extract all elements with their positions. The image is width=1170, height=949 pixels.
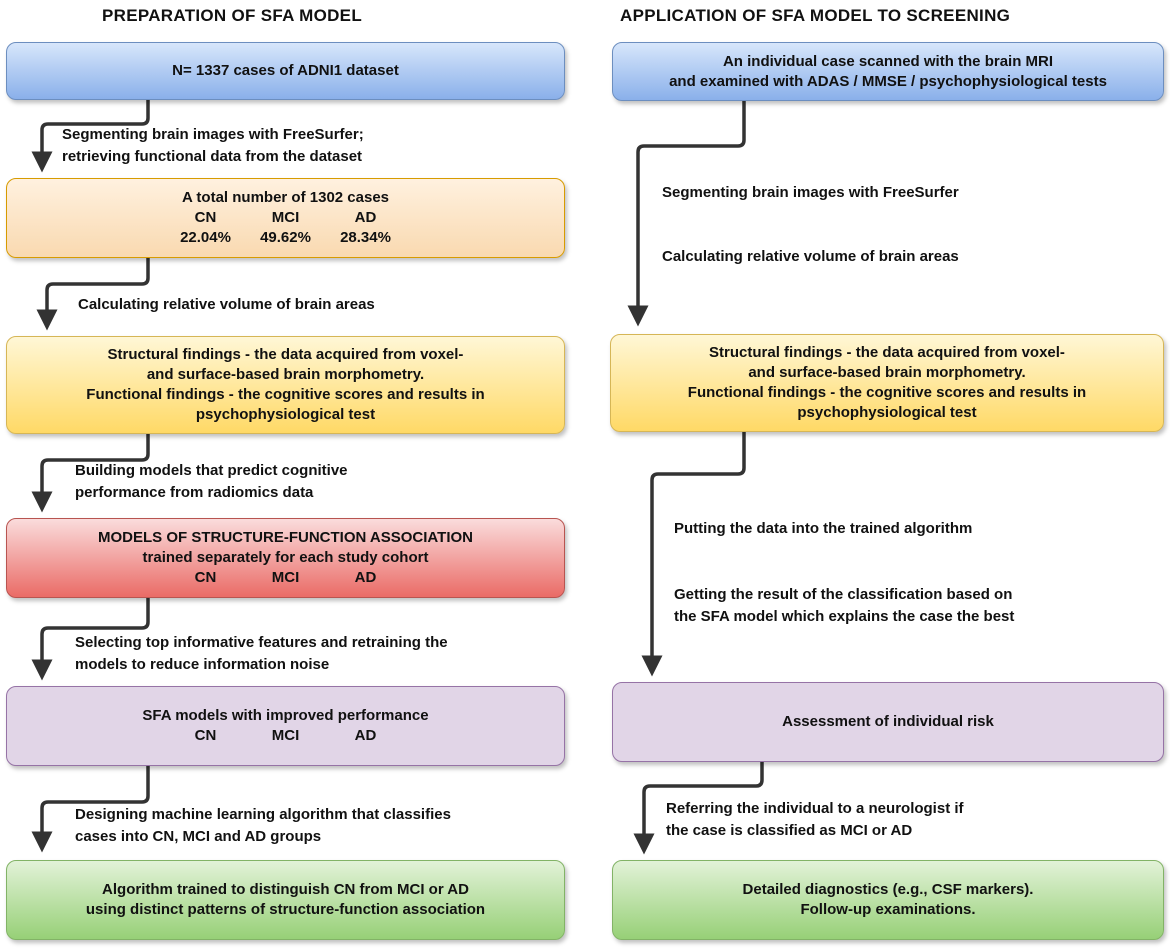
percent-mci: 49.62% — [260, 229, 311, 246]
percent-cn: 22.04% — [180, 229, 231, 246]
cohort-cn: CN — [194, 727, 217, 744]
step-designing: Designing machine learning algorithm tha… — [75, 806, 451, 845]
cohort-cn: CN — [194, 209, 217, 226]
box-dataset: N= 1337 cases of ADNI1 dataset — [6, 42, 565, 100]
step-segmenting-right: Segmenting brain images with FreeSurfer — [662, 184, 959, 201]
arrow-left-1 — [31, 100, 150, 173]
heading-preparation: PREPARATION OF SFA MODEL — [102, 6, 362, 25]
cohort-ad: AD — [354, 209, 377, 226]
box-findings-right: Structural findings - the data acquired … — [610, 334, 1164, 432]
arrow-left-5 — [31, 766, 150, 853]
arrow-right-1 — [627, 101, 746, 327]
cohort-mci: MCI — [271, 569, 300, 586]
arrow-left-2 — [36, 258, 150, 331]
cohort-labels: CN MCI AD — [166, 208, 406, 228]
cohort-percents: 22.04% 49.62% 28.34% — [166, 228, 406, 248]
cohort-mci: MCI — [271, 727, 300, 744]
cohort-cn: CN — [194, 569, 217, 586]
cohort-mci: MCI — [271, 209, 300, 226]
arrow-left-3 — [31, 434, 150, 513]
percent-ad: 28.34% — [340, 229, 391, 246]
box-detailed-diagnostics: Detailed diagnostics (e.g., CSF markers)… — [612, 860, 1164, 940]
box-cases: A total number of 1302 cases CN MCI AD 2… — [6, 178, 565, 258]
step-getting-result: Getting the result of the classification… — [674, 586, 1015, 625]
box-sfa-models: MODELS OF STRUCTURE-FUNCTION ASSOCIATION… — [6, 518, 565, 598]
box-individual-case: An individual case scanned with the brai… — [612, 42, 1164, 101]
heading-application: APPLICATION OF SFA MODEL TO SCREENING — [620, 6, 1011, 25]
box-cases-title: A total number of 1302 cases — [181, 189, 390, 206]
cohort-ad: AD — [354, 727, 377, 744]
step-calculating-right: Calculating relative volume of brain are… — [662, 248, 959, 265]
arrow-left-4 — [31, 598, 150, 681]
box-improved-models: SFA models with improved performance CN … — [6, 686, 565, 766]
step-building: Building models that predict cognitive p… — [75, 462, 348, 501]
box-algorithm-trained: Algorithm trained to distinguish CN from… — [6, 860, 565, 940]
step-selecting: Selecting top informative features and r… — [75, 634, 448, 673]
arrow-right-3 — [633, 762, 764, 855]
step-putting-data: Putting the data into the trained algori… — [674, 520, 973, 537]
step-referring: Referring the individual to a neurologis… — [666, 800, 964, 839]
cohort-ad: AD — [354, 569, 377, 586]
box-dataset-text: N= 1337 cases of ADNI1 dataset — [172, 62, 399, 79]
box-findings-left: Structural findings - the data acquired … — [6, 336, 565, 434]
step-segmenting: Segmenting brain images with FreeSurfer;… — [62, 126, 364, 165]
box-individual-risk: Assessment of individual risk — [612, 682, 1164, 762]
arrow-right-2 — [641, 432, 746, 677]
step-calculating: Calculating relative volume of brain are… — [78, 296, 375, 313]
